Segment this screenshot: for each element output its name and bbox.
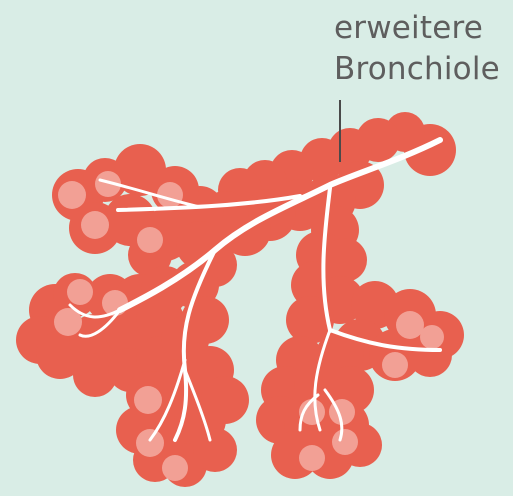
bronchiole-annotation: erweitere Bronchiole (334, 8, 500, 90)
annotation-leader-line (339, 100, 341, 162)
annotation-line-2: Bronchiole (334, 49, 500, 90)
annotation-line-1: erweitere (334, 8, 500, 49)
